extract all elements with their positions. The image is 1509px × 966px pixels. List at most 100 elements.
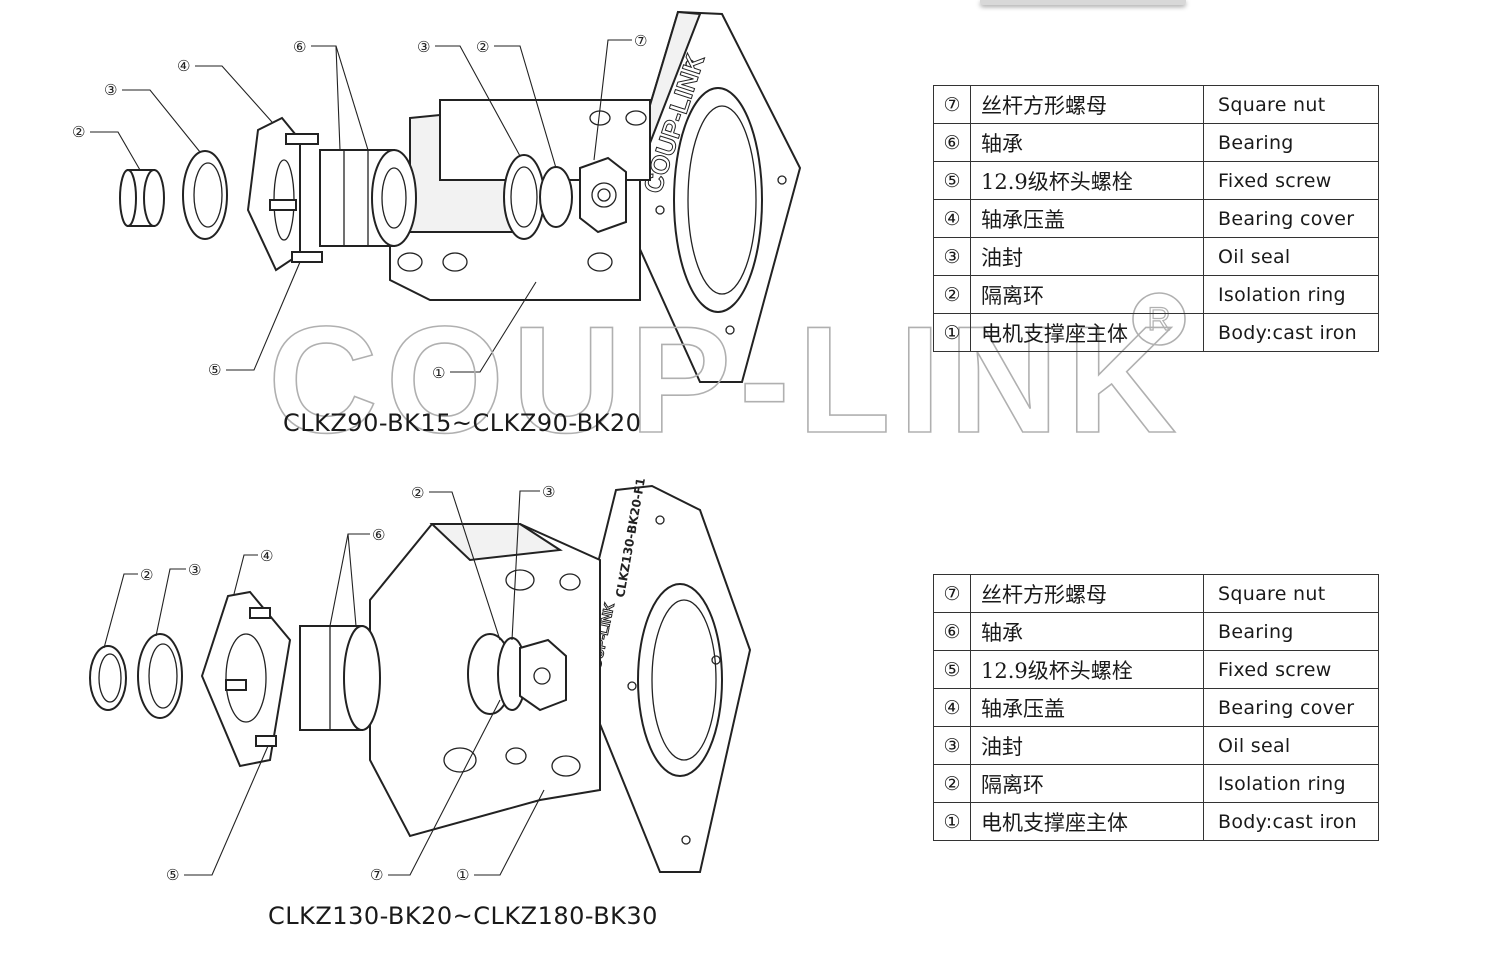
callout-3b-bottom: ③	[542, 483, 555, 501]
part-name-cn: 电机支撑座主体	[970, 802, 1204, 841]
top-tab-shadow	[980, 0, 1186, 5]
part-number: ⑦	[933, 85, 971, 124]
callout-2b-bottom: ②	[411, 484, 424, 502]
square-nut	[579, 156, 627, 234]
bearing-pair-bottom	[299, 625, 381, 731]
part-name-cn: 隔离环	[970, 275, 1204, 314]
part-name-cn: 电机支撑座主体	[970, 313, 1204, 352]
part-name-cn: 轴承压盖	[970, 688, 1204, 727]
brand-mark-bottom: COUP-LINK	[585, 601, 617, 680]
part-name-en: Bearing cover	[1203, 688, 1379, 727]
part-name-cn: 轴承	[970, 123, 1204, 162]
callout-4-bottom: ④	[260, 547, 273, 565]
part-name-cn: 12.9级杯头螺栓	[970, 650, 1204, 689]
part-name-en: Oil seal	[1203, 726, 1379, 765]
part-name-cn: 隔离环	[970, 764, 1204, 803]
isolation-ring-inner	[539, 166, 573, 228]
part-number: ④	[933, 199, 971, 238]
support-body	[389, 99, 651, 301]
part-number: ⑦	[933, 574, 971, 613]
part-name-en: Fixed screw	[1203, 161, 1379, 200]
callout-7: ⑦	[634, 32, 647, 50]
part-name-en: Square nut	[1203, 85, 1379, 124]
callout-2-bottom: ②	[140, 566, 153, 584]
callout-2b: ②	[476, 38, 489, 56]
callout-7-bottom: ⑦	[370, 866, 383, 884]
motor-flange-plate-bottom: COUP-LINK CLKZ130-BK20-F1	[572, 477, 752, 873]
part-number: ③	[933, 237, 971, 276]
seal-and-ring-inner-bottom	[467, 633, 567, 715]
part-number: ④	[933, 688, 971, 727]
part-name-en: Bearing cover	[1203, 199, 1379, 238]
bearing-cover	[246, 116, 323, 272]
part-name-cn: 12.9级杯头螺栓	[970, 161, 1204, 200]
part-name-cn: 丝杆方形螺母	[970, 85, 1204, 124]
oil-seal-left-bottom	[137, 633, 183, 719]
callouts-bottom: ② ③ ④ ⑥ ② ③ ⑤ ⑦ ①	[103, 483, 555, 884]
part-number: ③	[933, 726, 971, 765]
part-name-en: Oil seal	[1203, 237, 1379, 276]
callout-6: ⑥	[293, 38, 306, 56]
callout-4: ④	[177, 57, 190, 75]
model-mark-bottom: CLKZ130-BK20-F1	[613, 477, 648, 599]
callout-5-bottom: ⑤	[166, 866, 179, 884]
callout-3b: ③	[417, 38, 430, 56]
support-body-bottom	[369, 523, 601, 838]
part-number: ①	[933, 802, 971, 841]
isolation-ring-left	[119, 169, 165, 227]
part-number: ②	[933, 275, 971, 314]
part-name-cn: 丝杆方形螺母	[970, 574, 1204, 613]
callouts-top: ② ③ ④ ⑥ ③ ② ⑦ ⑤ ①	[72, 32, 647, 382]
part-number: ①	[933, 313, 971, 352]
callout-2: ②	[72, 123, 85, 141]
part-name-cn: 油封	[970, 237, 1204, 276]
part-number: ⑤	[933, 650, 971, 689]
part-name-en: Square nut	[1203, 574, 1379, 613]
caption-bottom: CLKZ130-BK20~CLKZ180-BK30	[268, 902, 658, 930]
part-name-en: Fixed screw	[1203, 650, 1379, 689]
callout-1-bottom: ①	[456, 866, 469, 884]
part-number: ⑥	[933, 612, 971, 651]
part-name-cn: 油封	[970, 726, 1204, 765]
caption-top: CLKZ90-BK15~CLKZ90-BK20	[283, 409, 642, 437]
callout-6-bottom: ⑥	[372, 526, 385, 544]
part-number: ②	[933, 764, 971, 803]
callout-3: ③	[104, 81, 117, 99]
bearing-pair	[319, 149, 417, 247]
part-number: ⑤	[933, 161, 971, 200]
part-name-en: Bearing	[1203, 123, 1379, 162]
part-name-cn: 轴承压盖	[970, 199, 1204, 238]
part-name-en: Body:cast iron	[1203, 802, 1379, 841]
isolation-ring-left-bottom	[89, 645, 127, 711]
part-name-cn: 轴承	[970, 612, 1204, 651]
callout-3-bottom: ③	[188, 561, 201, 579]
callout-1: ①	[432, 364, 445, 382]
oil-seal-left	[182, 150, 228, 240]
part-number: ⑥	[933, 123, 971, 162]
bearing-cover-bottom	[200, 590, 292, 768]
part-name-en: Isolation ring	[1203, 764, 1379, 803]
part-name-en: Body:cast iron	[1203, 313, 1379, 352]
part-name-en: Bearing	[1203, 612, 1379, 651]
part-name-en: Isolation ring	[1203, 275, 1379, 314]
exploded-diagram-top: COUP-LINK	[72, 10, 802, 383]
callout-5: ⑤	[208, 361, 221, 379]
